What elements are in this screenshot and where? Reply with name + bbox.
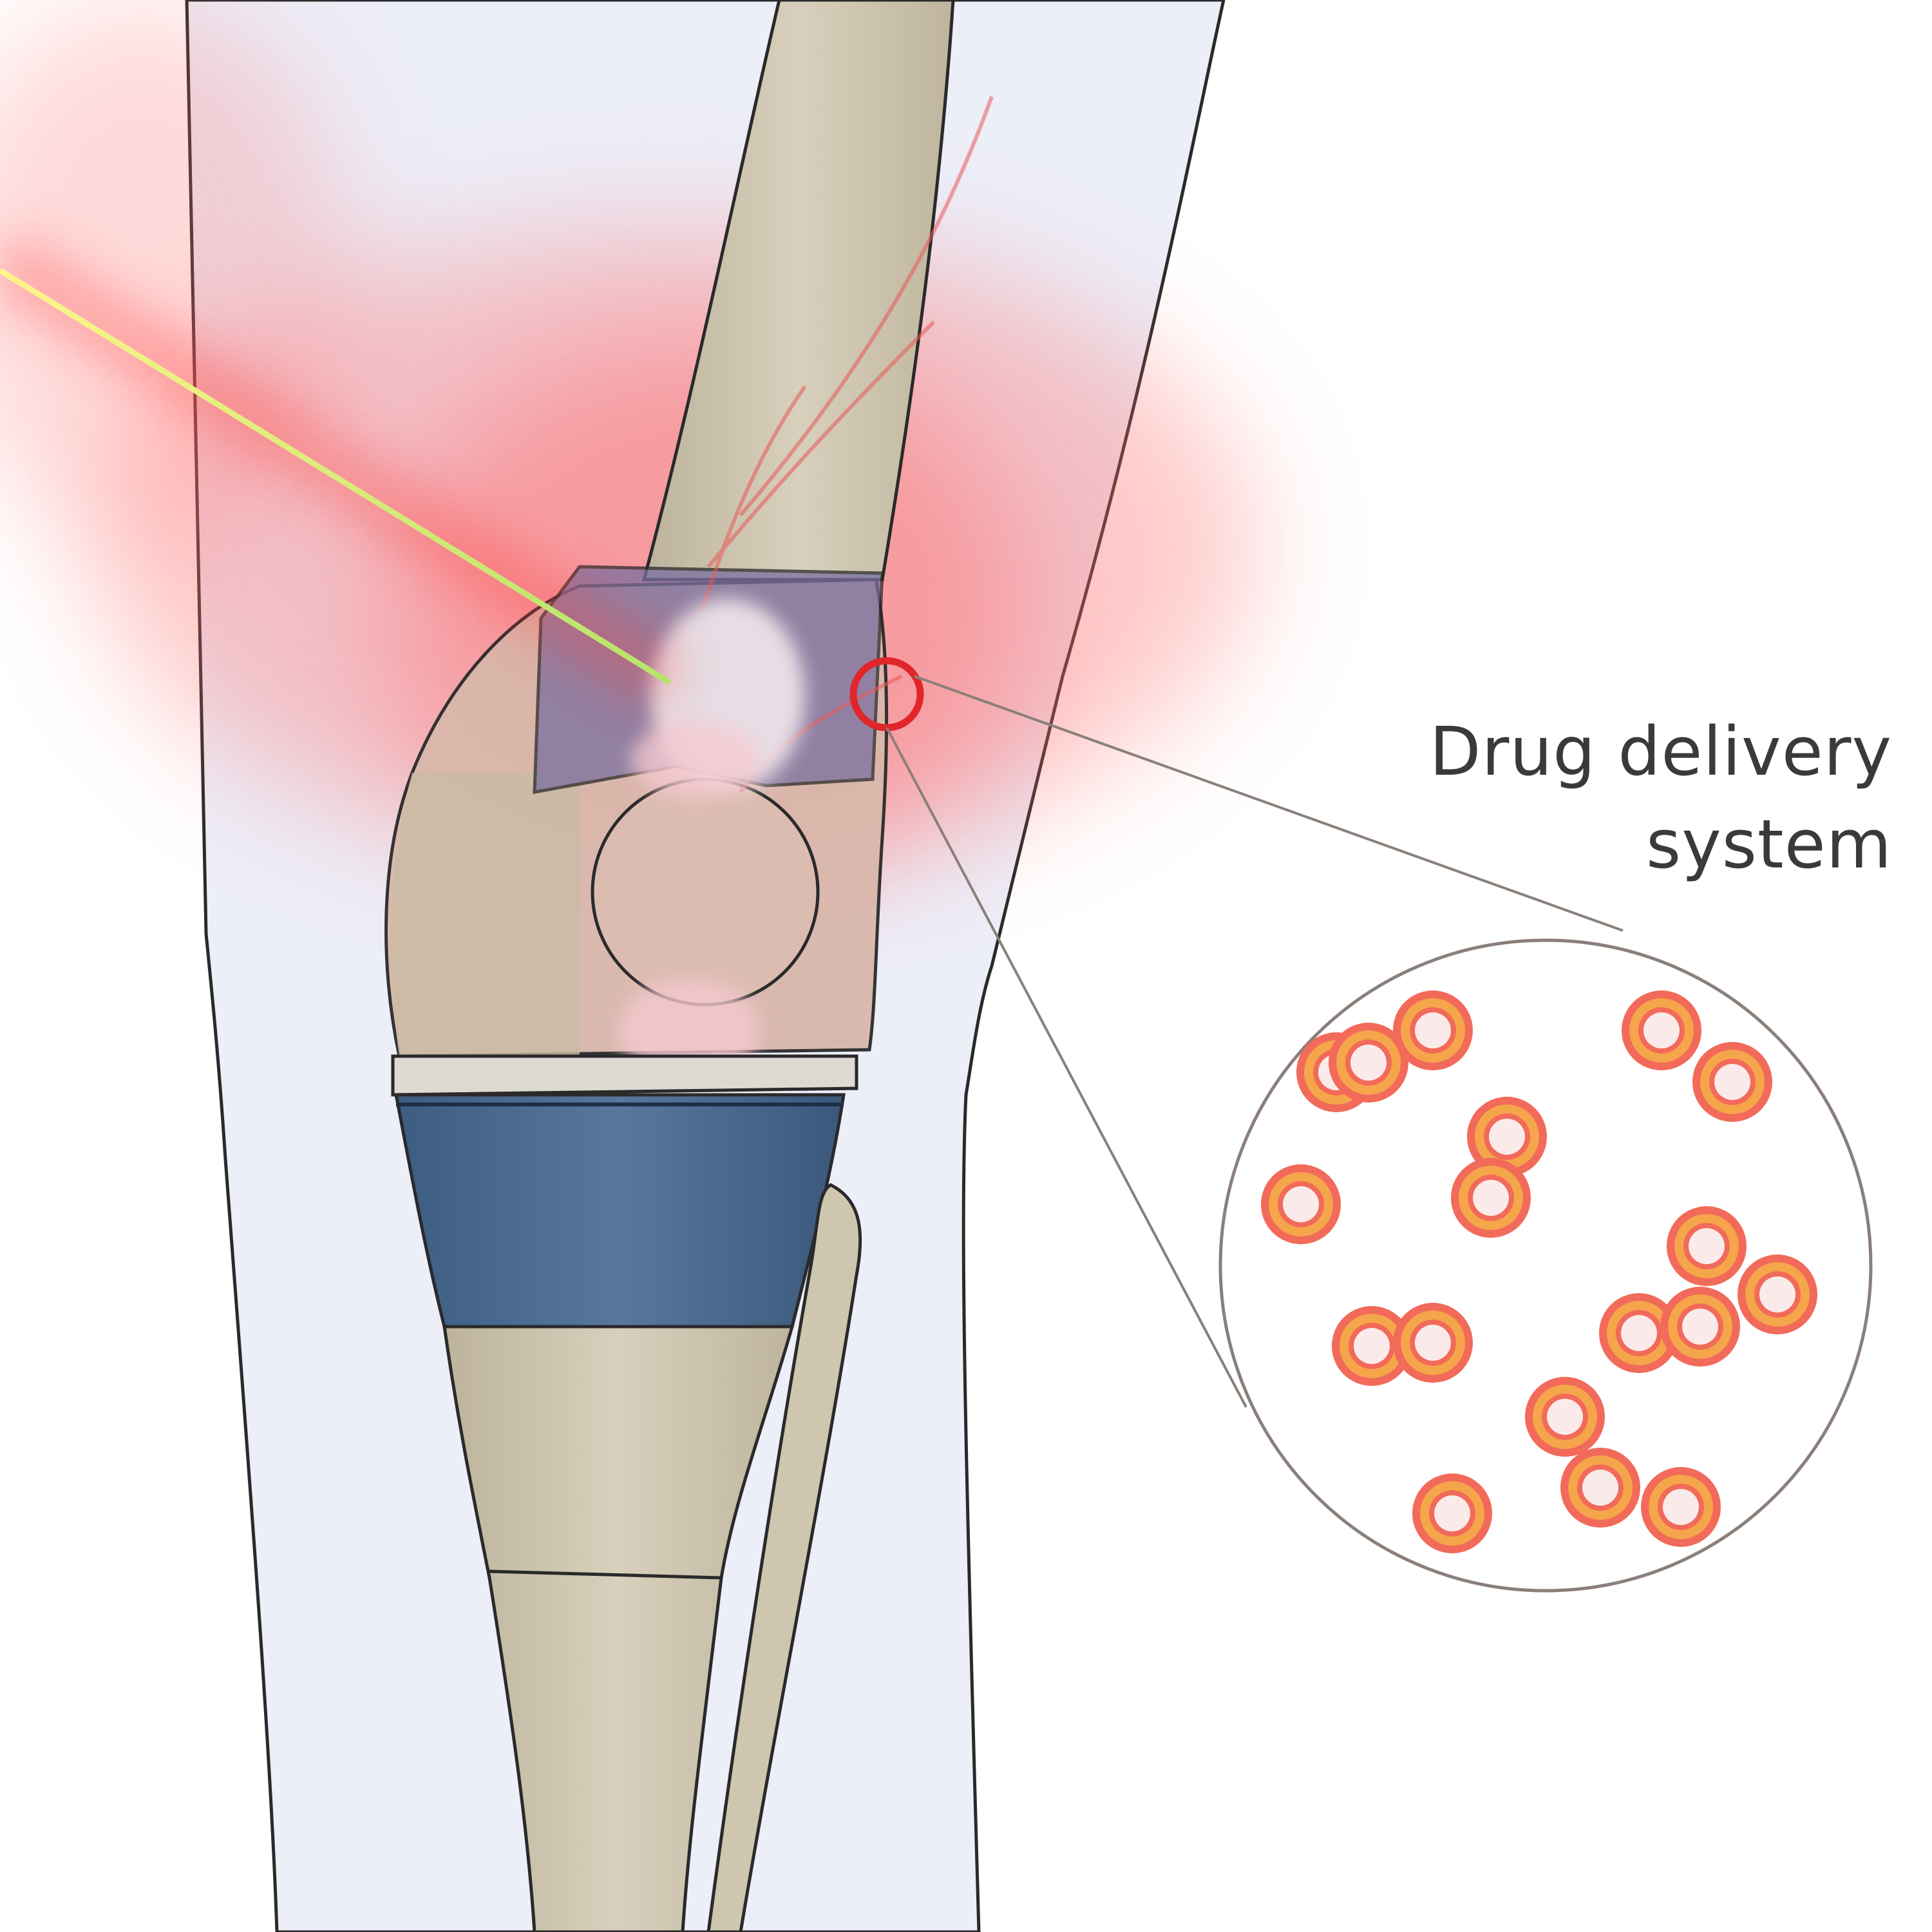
nanoparticle <box>1332 1306 1412 1386</box>
label-line-2: system <box>1646 805 1892 884</box>
nanoparticle <box>1329 1023 1408 1103</box>
nanoparticle <box>1738 1255 1817 1334</box>
nanoparticle <box>1667 1206 1747 1286</box>
drug-delivery-label: Drug delivery system <box>1312 705 1892 891</box>
nanoparticle <box>1622 990 1701 1070</box>
tibial-component <box>393 1093 846 1329</box>
nanoparticle-group <box>1261 990 1817 1553</box>
nanoparticle <box>1660 1287 1740 1367</box>
nanoparticle <box>1692 1042 1772 1122</box>
nanoparticle <box>1451 1158 1531 1238</box>
tibial-insert <box>391 1054 858 1097</box>
nanoparticle <box>1393 1303 1473 1383</box>
femoral-implant-shade <box>390 773 580 1056</box>
nanoparticle <box>1599 1293 1679 1373</box>
patella <box>591 777 820 1007</box>
nanoparticle <box>1560 1448 1640 1528</box>
nanoparticle <box>1641 1467 1721 1547</box>
callout-line-bottom <box>886 727 1247 1408</box>
label-line-1: Drug delivery <box>1429 712 1892 791</box>
callout-line-top <box>914 675 1624 932</box>
nanoparticle <box>1525 1377 1605 1457</box>
laser-beam <box>0 268 672 685</box>
blood-vessels <box>700 95 994 793</box>
nanoparticle <box>1467 1097 1547 1177</box>
nanoparticle <box>1261 1164 1341 1244</box>
tibia-stem-line <box>489 1569 722 1580</box>
nanoparticle <box>1412 1473 1492 1553</box>
nanoparticle <box>1393 990 1473 1070</box>
fibula-bone <box>706 1183 862 1932</box>
